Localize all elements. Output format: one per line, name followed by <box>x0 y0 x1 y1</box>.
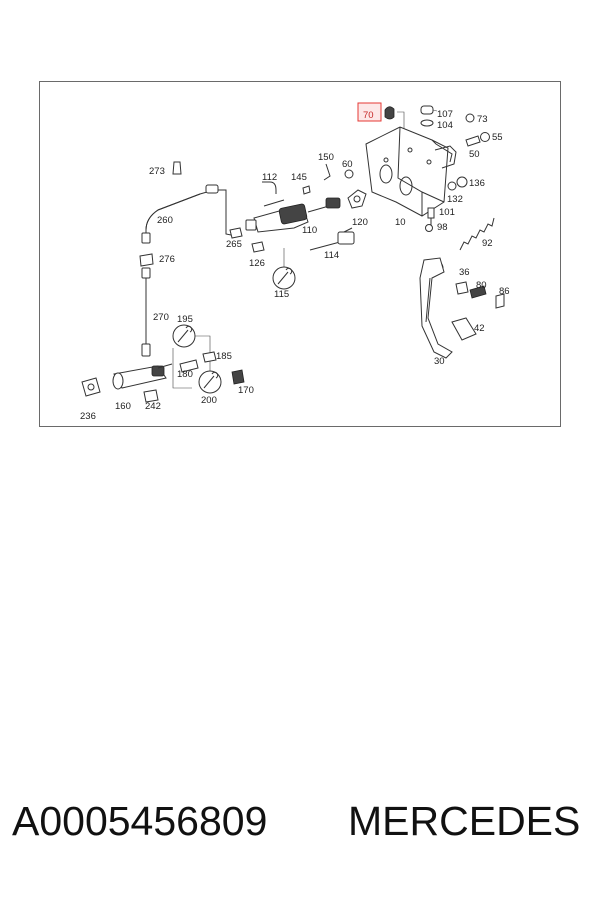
part-126 <box>251 241 265 253</box>
part-30-clutch-pedal <box>419 257 453 359</box>
part-265 <box>229 227 243 239</box>
label-101: 101 <box>439 207 455 218</box>
caption: A0005456809 MERCEDES <box>0 798 600 868</box>
part-80 <box>469 285 487 299</box>
highlight-box-70[interactable] <box>357 102 382 122</box>
label-273: 273 <box>149 166 165 177</box>
parts-diagram: 70 107 104 73 55 50 <box>39 81 561 427</box>
label-36: 36 <box>459 267 470 278</box>
brand-name: MERCEDES <box>348 798 581 844</box>
part-112 <box>262 181 277 194</box>
label-98: 98 <box>437 222 448 233</box>
label-236: 236 <box>80 411 96 422</box>
label-73: 73 <box>477 114 488 125</box>
pedal-bracket <box>365 126 457 217</box>
label-265: 265 <box>226 239 242 250</box>
label-120: 120 <box>352 217 368 228</box>
label-42: 42 <box>474 323 485 334</box>
part-273 <box>172 161 182 175</box>
label-185: 185 <box>216 351 232 362</box>
label-200: 200 <box>201 395 217 406</box>
label-132: 132 <box>447 194 463 205</box>
part-120-gasket <box>347 189 367 209</box>
leader-70 <box>397 111 405 132</box>
bracket-lines-195 <box>172 335 211 389</box>
label-195: 195 <box>177 314 193 325</box>
label-276: 276 <box>159 254 175 265</box>
part-number: A0005456809 <box>12 798 268 844</box>
label-60: 60 <box>342 159 353 170</box>
part-50-bolt <box>465 135 481 147</box>
part-260-fitting-end <box>141 232 151 244</box>
label-126: 126 <box>249 258 265 269</box>
label-114: 114 <box>324 250 339 261</box>
part-132 <box>447 181 457 191</box>
part-160-slave-cylinder <box>112 363 173 390</box>
part-170 <box>231 369 245 385</box>
label-170: 170 <box>238 385 254 396</box>
part-114-pushrod <box>309 227 355 251</box>
label-180: 180 <box>177 369 193 380</box>
part-73 <box>465 113 475 123</box>
label-242: 242 <box>145 401 161 412</box>
part-145 <box>302 185 311 195</box>
label-136: 136 <box>469 178 485 189</box>
wrench-icon-195 <box>172 324 196 348</box>
label-112: 112 <box>262 172 277 183</box>
part-236 <box>81 377 101 397</box>
part-180 <box>179 359 199 373</box>
part-110-master-cylinder <box>245 197 341 233</box>
label-110: 110 <box>302 225 317 236</box>
label-160: 160 <box>115 401 131 412</box>
part-55-nut <box>480 132 490 142</box>
label-50: 50 <box>469 149 480 160</box>
wrench-icon-200 <box>198 370 222 394</box>
part-60 <box>344 169 354 179</box>
part-150 <box>323 163 331 181</box>
label-145: 145 <box>291 172 307 183</box>
label-86: 86 <box>499 286 510 297</box>
label-92: 92 <box>482 238 493 249</box>
label-30: 30 <box>434 356 445 367</box>
part-92-spring <box>459 217 495 251</box>
part-136 <box>456 176 468 188</box>
part-101 <box>427 207 435 219</box>
part-276 <box>139 253 154 267</box>
label-70: 70 <box>363 110 374 121</box>
wrench-icon-115 <box>272 248 296 290</box>
part-242 <box>143 389 159 403</box>
part-260-fitting <box>205 184 219 194</box>
label-107: 107 <box>437 109 453 120</box>
label-55: 55 <box>492 132 503 143</box>
label-104: 104 <box>437 120 453 131</box>
label-270: 270 <box>153 312 169 323</box>
label-150: 150 <box>318 152 334 163</box>
parts-diagram-svg: 70 107 104 73 55 50 <box>80 102 510 422</box>
label-260: 260 <box>157 215 173 226</box>
part-70-switch <box>384 106 395 120</box>
label-80: 80 <box>476 280 487 291</box>
part-98 <box>425 224 433 232</box>
part-36 <box>455 281 469 295</box>
part-107-104 <box>420 105 438 127</box>
part-42-pedal-pad <box>451 317 477 341</box>
label-10: 10 <box>395 217 406 228</box>
label-115: 115 <box>274 289 289 300</box>
part-185 <box>202 351 217 363</box>
part-86 <box>495 293 505 309</box>
